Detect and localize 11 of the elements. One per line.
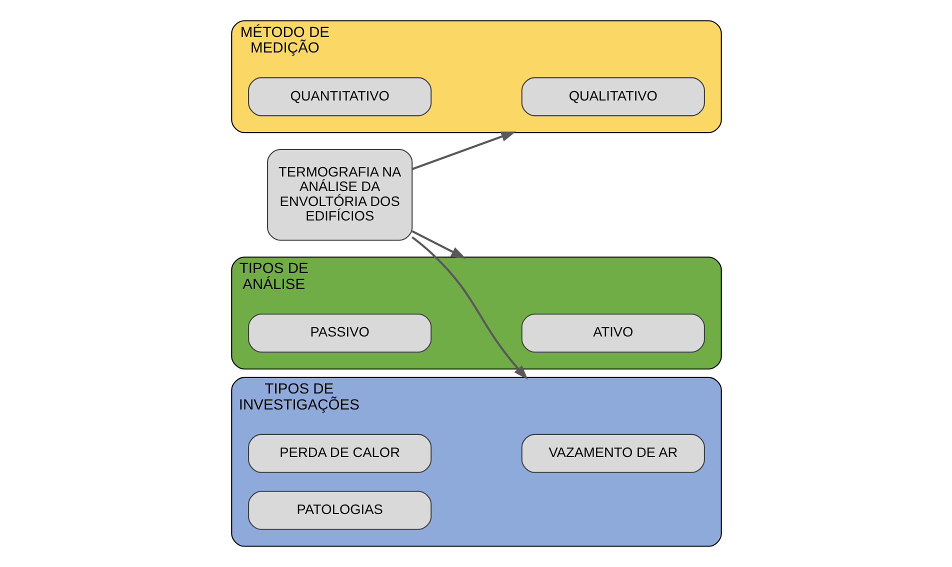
node-box: TERMOGRAFIA NA ANÁLISE DA ENVOLTÓRIA DOS EDIFÍCIOS	[266, 148, 412, 241]
node-box: ATIVO	[520, 314, 704, 353]
node-box: QUALITATIVO	[520, 77, 704, 116]
node-box: PATOLOGIAS	[248, 490, 432, 530]
node-box: QUANTITATIVO	[248, 77, 432, 116]
node-box: VAZAMENTO DE AR	[520, 434, 704, 473]
arrow	[411, 236, 528, 380]
node-box: PASSIVO	[248, 314, 432, 353]
node-box: PERDA DE CALOR	[248, 434, 432, 473]
arrow	[411, 230, 466, 259]
arrow	[411, 132, 516, 170]
